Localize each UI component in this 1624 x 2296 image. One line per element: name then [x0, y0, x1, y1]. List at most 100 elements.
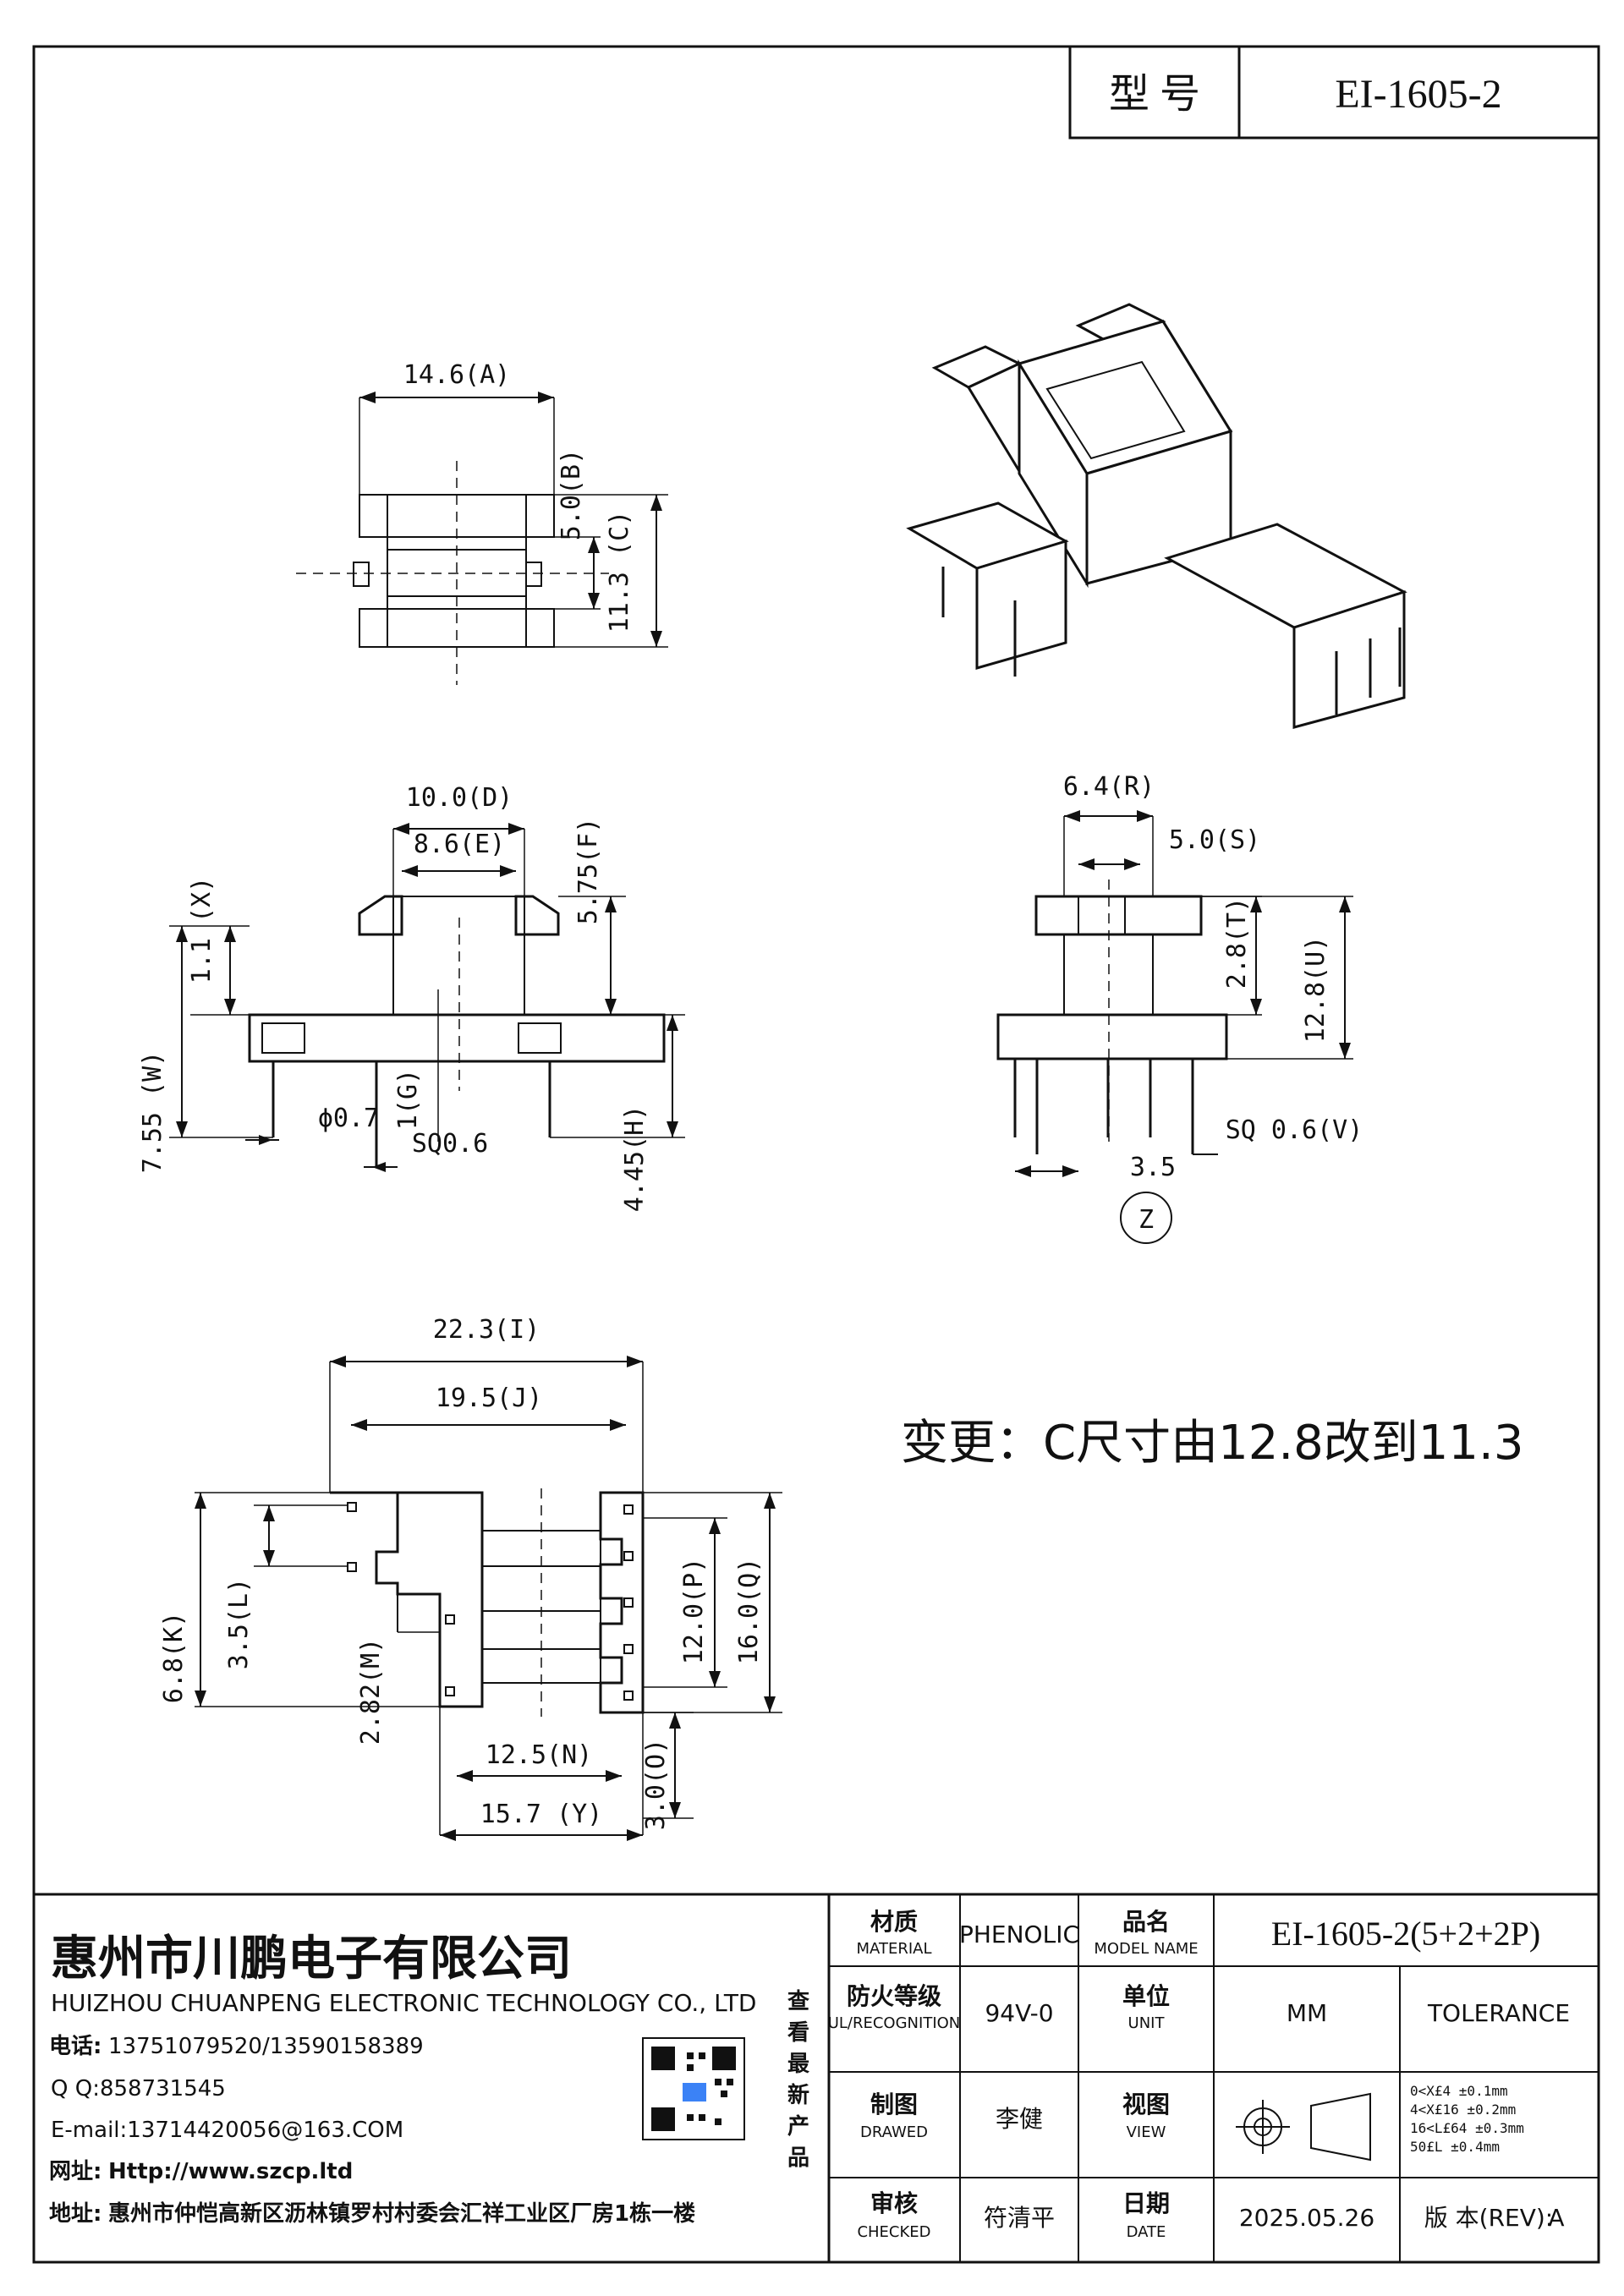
revision-value: A [1548, 2204, 1564, 2232]
date-value: 2025.05.26 [1239, 2204, 1374, 2232]
view-label: 视图 [1122, 2091, 1170, 2118]
qr-caption-line-1: 查 [787, 1989, 809, 2014]
qr-module-9 [715, 2118, 721, 2125]
dimension-e-label: 8.6(E) [414, 830, 505, 859]
dimension-o-label: 3.0(O) [641, 1739, 671, 1830]
material-value: PHENOLIC [959, 1921, 1079, 1948]
dimension-t-top-arrow [1250, 896, 1262, 912]
dimension-a-right-arrow [538, 392, 554, 403]
dimension-a-label: 14.6(A) [403, 360, 510, 390]
view-marker-circle [1120, 1192, 1172, 1244]
qr-caption-line-4: 新 [787, 2082, 809, 2108]
dimension-j-left-arrow [351, 1419, 367, 1431]
front-base-right-slot [518, 1022, 562, 1054]
checked-label: 审核 [870, 2189, 918, 2217]
dimension-i-right-arrow [627, 1356, 643, 1367]
dimension-m-label: 2.82(M) [356, 1638, 386, 1745]
qr-finder-bottom-left [651, 2107, 675, 2131]
side-base [996, 1013, 1228, 1060]
iso-left-flange-face [975, 539, 1067, 670]
phi-label: ϕ0.7 [318, 1104, 379, 1133]
bottom-pad-4 [445, 1686, 455, 1696]
company-name-en: HUIZHOU CHUANPENG ELECTRONIC TECHNOLOGY … [51, 1989, 756, 2017]
dimension-k-top-arrow [195, 1493, 206, 1509]
dimension-n-left-arrow [457, 1770, 473, 1782]
dimension-d-left-arrow [393, 823, 409, 835]
side-top-flange [1034, 895, 1203, 936]
qr-module-1 [687, 2052, 694, 2059]
website-value: Http://www.szcp.ltd [108, 2159, 353, 2184]
dimension-c-bottom-arrow [650, 631, 662, 647]
tolerance-line-1: 0<X£4 ±0.1mm [1410, 2083, 1508, 2099]
dimension-r-left-arrow [1064, 810, 1080, 822]
dimension-x-top-arrow [224, 926, 236, 942]
dimension-c-label: 11.3 (C) [605, 511, 634, 633]
view-sub: VIEW [1127, 2123, 1166, 2141]
header-model-box: 型 号 EI-1605-2 [1068, 45, 1600, 140]
bottom-right-body [599, 1491, 645, 1714]
drawn-sub: DRAWED [860, 2123, 928, 2141]
material-sub: MATERIAL [857, 1940, 932, 1958]
drawn-label: 制图 [870, 2091, 918, 2118]
change-note: 变更：C尺寸由12.8改到11.3 [901, 1416, 1523, 1471]
phi-dimension-arrow [259, 1135, 272, 1145]
qr-caption-line-6: 品 [787, 2145, 809, 2171]
dimension-u-bottom-arrow [1339, 1043, 1351, 1059]
checked-sub: CHECKED [857, 2223, 930, 2241]
dimension-e-left-arrow [402, 865, 418, 877]
qr-caption-line-2: 看 [787, 2020, 809, 2046]
qq-text: Q Q:858731545 [51, 2076, 226, 2101]
qr-brand-badge [683, 2083, 706, 2101]
dimension-h-label: 4.45(H) [620, 1105, 650, 1212]
dimension-y-left-arrow [440, 1829, 456, 1841]
dimension-p-top-arrow [709, 1518, 721, 1534]
dimension-r-right-arrow [1137, 810, 1153, 822]
bottom-pad-3 [445, 1614, 455, 1625]
dimension-k-bottom-arrow [195, 1690, 206, 1707]
dimension-o-top-arrow [669, 1712, 681, 1729]
tolerance-line-2: 4<X£16 ±0.2mm [1410, 2101, 1516, 2118]
dimension-w-bottom-arrow [176, 1121, 188, 1137]
bottom-pad-9 [623, 1690, 634, 1701]
front-view: 10.0(D) 8.6(E) 1.1 (X) 7.55 (W) [138, 783, 685, 1212]
phone-value: 13751079520/13590158389 [108, 2034, 424, 2059]
isometric-view [906, 303, 1407, 729]
dimension-g-label: 1(G) [393, 1069, 423, 1130]
qr-finder-top-right [712, 2047, 736, 2070]
phone-label: 电话: [49, 2034, 102, 2059]
dimension-f-label: 5.75(F) [573, 818, 603, 924]
dimension-p-label: 12.0(P) [679, 1558, 709, 1664]
dimension-r-label: 6.4(R) [1063, 772, 1155, 802]
view-marker-label: Z [1138, 1205, 1154, 1235]
qr-module-3 [687, 2064, 694, 2071]
dimension-t-label: 2.8(T) [1222, 897, 1252, 989]
qr-module-5 [727, 2079, 733, 2085]
website-label: 网址: [49, 2159, 102, 2184]
model-box-outline [1068, 45, 1600, 140]
title-block-table: 材质 MATERIAL PHENOLIC 品名 MODEL NAME EI-16… [827, 1893, 1600, 2264]
front-left-top-flange [358, 895, 403, 936]
dimension-u-top-arrow [1339, 896, 1351, 912]
dimension-u-label: 12.8(U) [1301, 936, 1330, 1043]
top-view: 14.6(A) 11.3 (C) 5.0(B) [296, 360, 668, 685]
bottom-pad-2 [347, 1562, 357, 1572]
dimension-y-label: 15.7 (Y) [480, 1800, 603, 1829]
dimension-l-label: 3.5(L) [224, 1578, 254, 1669]
bottom-view: 22.3(I) 19.5(J) 6.8(K) [159, 1315, 782, 1841]
model-label: 型 号 [1109, 72, 1200, 117]
dimension-a-left-arrow [359, 392, 376, 403]
date-label: 日期 [1122, 2189, 1170, 2217]
fire-sub: UL/RECOGNITION [828, 2014, 961, 2032]
dimension-n-right-arrow [606, 1770, 622, 1782]
dimension-j-right-arrow [610, 1419, 626, 1431]
checked-value: 符清平 [984, 2204, 1055, 2232]
dimension-y-right-arrow [627, 1829, 643, 1841]
drawn-value: 李健 [996, 2105, 1043, 2133]
dimension-f-bottom-arrow [605, 999, 617, 1015]
qr-module-4 [715, 2079, 721, 2085]
front-base [248, 1013, 666, 1063]
dimension-d-label: 10.0(D) [406, 783, 513, 813]
qr-module-7 [687, 2114, 694, 2121]
model-value: EI-1605-2 [1335, 72, 1501, 117]
dimension-x-label: 1.1 (X) [187, 877, 217, 984]
